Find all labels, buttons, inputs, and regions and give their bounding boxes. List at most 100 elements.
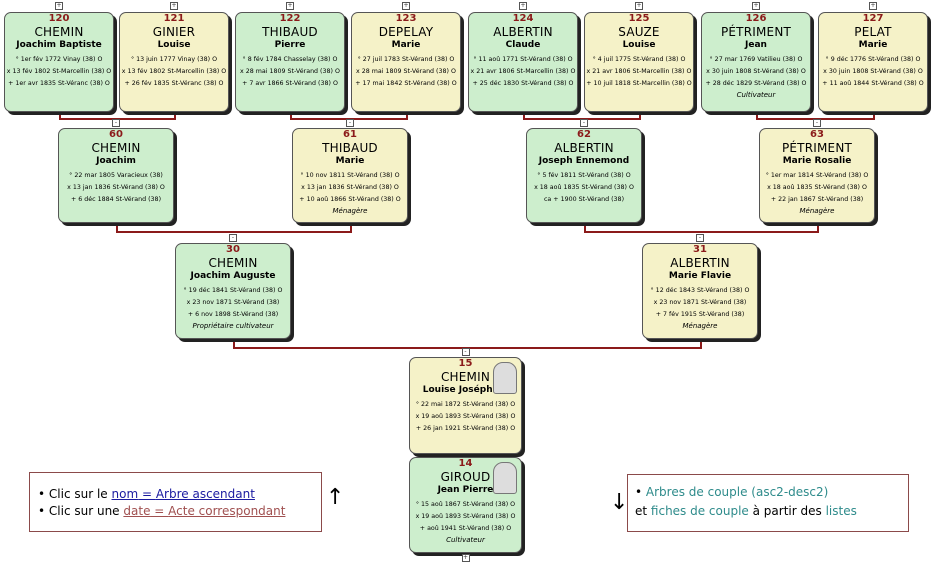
birth-date-link[interactable]: ° 19 déc 1841 St-Vérand (38) O xyxy=(183,287,283,294)
death-date-link[interactable]: + 6 nov 1898 St-Vérand (38) xyxy=(187,311,279,318)
expand-toggle[interactable]: + xyxy=(461,554,470,562)
marriage-date-link[interactable]: x 18 aoû 1835 St-Vérand (38) O xyxy=(767,184,867,191)
death-date-link[interactable]: + 26 fév 1835 St-Véranc (38) O xyxy=(124,80,224,87)
given-name-link[interactable]: Marie xyxy=(391,40,421,50)
portrait-photo[interactable] xyxy=(493,362,517,394)
given-name-link[interactable]: Joachim Auguste xyxy=(190,271,276,281)
birth-date-link[interactable]: ° 27 mar 1769 Vatilieu (38) O xyxy=(709,56,803,63)
listes-link[interactable]: listes xyxy=(825,504,857,518)
birth-date-link[interactable]: ° 5 fév 1811 St-Vérand (38) O xyxy=(537,172,631,179)
collapse-toggle[interactable]: - xyxy=(461,348,470,356)
surname-link[interactable]: ALBERTIN xyxy=(554,141,614,155)
birth-date-link[interactable]: ° 4 juil 1775 St-Vérand (38) O xyxy=(592,56,686,63)
given-name-link[interactable]: Louise xyxy=(622,40,656,50)
surname-link[interactable]: PÉTRIMENT xyxy=(781,141,853,155)
surname-link[interactable]: CHEMIN xyxy=(91,141,141,155)
portrait-photo[interactable] xyxy=(493,462,517,494)
surname-link[interactable]: SAUZE xyxy=(618,25,660,39)
birth-date-link[interactable]: ° 1er mar 1814 St-Vérand (38) O xyxy=(765,172,869,179)
marriage-date-link[interactable]: x 19 aoû 1893 St-Vérand (38) O xyxy=(415,413,516,420)
marriage-date-link[interactable]: x 23 nov 1871 St-Vérand (38) xyxy=(653,299,747,306)
birth-date-link[interactable]: ° 22 mai 1872 St-Vérand (38) O xyxy=(415,401,516,408)
collapse-toggle[interactable]: - xyxy=(696,234,704,242)
marriage-date-link[interactable]: x 28 mai 1809 St-Vérand (38) O xyxy=(356,68,456,75)
death-date-link[interactable]: + 1er avr 1835 St-Véranc (38) O xyxy=(8,80,110,87)
surname-link[interactable]: CHEMIN xyxy=(440,370,491,384)
surname-link[interactable]: ALBERTIN xyxy=(493,25,553,39)
expand-toggle[interactable]: + xyxy=(519,2,527,10)
marriage-date-link[interactable]: x 18 aoû 1835 St-Vérand (38) O xyxy=(534,184,634,191)
death-date-link[interactable]: + 26 jan 1921 St-Vérand (38) O xyxy=(415,425,516,432)
given-name-link[interactable]: Louise Joséphine xyxy=(422,385,509,395)
expand-toggle[interactable]: + xyxy=(402,2,410,10)
legend-date-link[interactable]: date xyxy=(123,504,151,518)
death-date-link[interactable]: ca + 1900 St-Vérand (38) xyxy=(543,196,625,203)
expand-toggle[interactable]: + xyxy=(635,2,643,10)
given-name-link[interactable]: Pierre xyxy=(274,40,306,50)
surname-link[interactable]: CHEMIN xyxy=(208,256,258,270)
death-date-link[interactable]: + 25 déc 1830 St-Vérand (38) O xyxy=(472,80,574,87)
collapse-toggle[interactable]: - xyxy=(346,119,354,127)
birth-date-link[interactable]: ° 8 fév 1784 Chasselay (38) O xyxy=(242,56,338,63)
marriage-date-link[interactable]: x 23 nov 1871 St-Vérand (38) xyxy=(186,299,280,306)
surname-link[interactable]: CHEMIN xyxy=(34,25,84,39)
death-date-link[interactable]: + 11 aoû 1844 St-Vérand (38) O xyxy=(822,80,924,87)
death-date-link[interactable]: + aoû 1941 St-Vérand (38) O xyxy=(419,525,512,532)
marriage-date-link[interactable]: x 19 aoû 1893 St-Vérand (38) O xyxy=(415,513,516,520)
given-name-link[interactable]: Joseph Ennemond xyxy=(538,156,630,166)
marriage-date-link[interactable]: x 28 mai 1809 St-Vérand (38) O xyxy=(240,68,340,75)
fiches-de-couple-link[interactable]: fiches de couple xyxy=(650,504,749,518)
marriage-date-link[interactable]: x 13 jan 1836 St-Vérand (38) O xyxy=(301,184,399,191)
death-date-link[interactable]: + 28 déc 1829 St-Vérand (38) O xyxy=(705,80,807,87)
death-date-link[interactable]: + 10 juil 1818 St-Marcellin (38) O xyxy=(586,80,692,87)
given-name-link[interactable]: Marie xyxy=(858,40,888,50)
birth-date-link[interactable]: ° 15 aoû 1867 St-Vérand (38) O xyxy=(415,501,516,508)
marriage-date-link[interactable]: x 30 juin 1808 St-Vérand (38) O xyxy=(706,68,806,75)
surname-link[interactable]: PÉTRIMENT xyxy=(720,25,792,39)
marriage-date-link[interactable]: x 30 juin 1808 St-Vérand (38) O xyxy=(823,68,923,75)
surname-link[interactable]: PELAT xyxy=(854,25,892,39)
given-name-link[interactable]: Joachim xyxy=(96,156,136,166)
surname-link[interactable]: DEPELAY xyxy=(378,25,434,39)
death-date-link[interactable]: + 7 avr 1866 St-Vérand (38) O xyxy=(242,80,338,87)
expand-toggle[interactable]: + xyxy=(55,2,63,10)
marriage-date-link[interactable]: x 13 jan 1836 St-Vérand (38) O xyxy=(67,184,165,191)
collapse-toggle[interactable]: - xyxy=(229,234,237,242)
birth-date-link[interactable]: ° 12 déc 1843 St-Vérand (38) O xyxy=(650,287,750,294)
marriage-date-link[interactable]: x 13 fév 1802 St-Marcellin (38) O xyxy=(6,68,112,75)
expand-toggle[interactable]: + xyxy=(286,2,294,10)
collapse-toggle[interactable]: - xyxy=(112,119,120,127)
birth-date-link[interactable]: ° 27 juil 1783 St-Vérand (38) O xyxy=(357,56,455,63)
given-name-link[interactable]: Joachim Baptiste xyxy=(16,40,102,50)
legend-acte-link[interactable]: Acte correspondant xyxy=(168,504,286,518)
birth-date-link[interactable]: ° 1er fév 1772 Vinay (38) O xyxy=(15,56,103,63)
arbres-de-couple-link[interactable]: Arbres de couple (asc2-desc2) xyxy=(645,485,829,499)
marriage-date-link[interactable]: x 13 fév 1802 St-Marcellin (38) O xyxy=(121,68,227,75)
given-name-link[interactable]: Louise xyxy=(157,40,191,50)
marriage-date-link[interactable]: x 21 avr 1806 St-Marcellin (38) O xyxy=(470,68,576,75)
surname-link[interactable]: THIBAUD xyxy=(262,25,318,39)
expand-toggle[interactable]: + xyxy=(752,2,760,10)
given-name-link[interactable]: Jean Pierre xyxy=(437,485,494,495)
birth-date-link[interactable]: ° 11 aoû 1771 St-Vérand (38) O xyxy=(473,56,573,63)
given-name-link[interactable]: Marie Flavie xyxy=(668,271,732,281)
expand-toggle[interactable]: + xyxy=(170,2,178,10)
birth-date-link[interactable]: ° 9 déc 1776 St-Vérand (38) O xyxy=(825,56,921,63)
birth-date-link[interactable]: ° 13 juin 1777 Vinay (38) O xyxy=(130,56,218,63)
death-date-link[interactable]: + 17 mai 1842 St-Vérand (38) O xyxy=(355,80,457,87)
collapse-toggle[interactable]: - xyxy=(813,119,821,127)
given-name-link[interactable]: Claude xyxy=(505,40,541,50)
expand-toggle[interactable]: + xyxy=(869,2,877,10)
surname-link[interactable]: GIROUD xyxy=(440,470,491,484)
surname-link[interactable]: GINIER xyxy=(152,25,196,39)
legend-arbre-ascendant-link[interactable]: Arbre ascendant xyxy=(155,487,255,501)
legend-nom-link[interactable]: nom xyxy=(111,487,139,501)
surname-link[interactable]: ALBERTIN xyxy=(670,256,730,270)
birth-date-link[interactable]: ° 22 mar 1805 Varacieux (38) xyxy=(69,172,163,179)
birth-date-link[interactable]: ° 10 nov 1811 St-Vérand (38) O xyxy=(300,172,400,179)
marriage-date-link[interactable]: x 21 avr 1806 St-Marcellin (38) O xyxy=(586,68,692,75)
death-date-link[interactable]: + 22 jan 1867 St-Vérand (38) xyxy=(770,196,864,203)
death-date-link[interactable]: + 10 aoû 1866 St-Vérand (38) O xyxy=(299,196,401,203)
given-name-link[interactable]: Marie xyxy=(335,156,365,166)
death-date-link[interactable]: + 6 déc 1884 St-Vérand (38) xyxy=(70,196,162,203)
